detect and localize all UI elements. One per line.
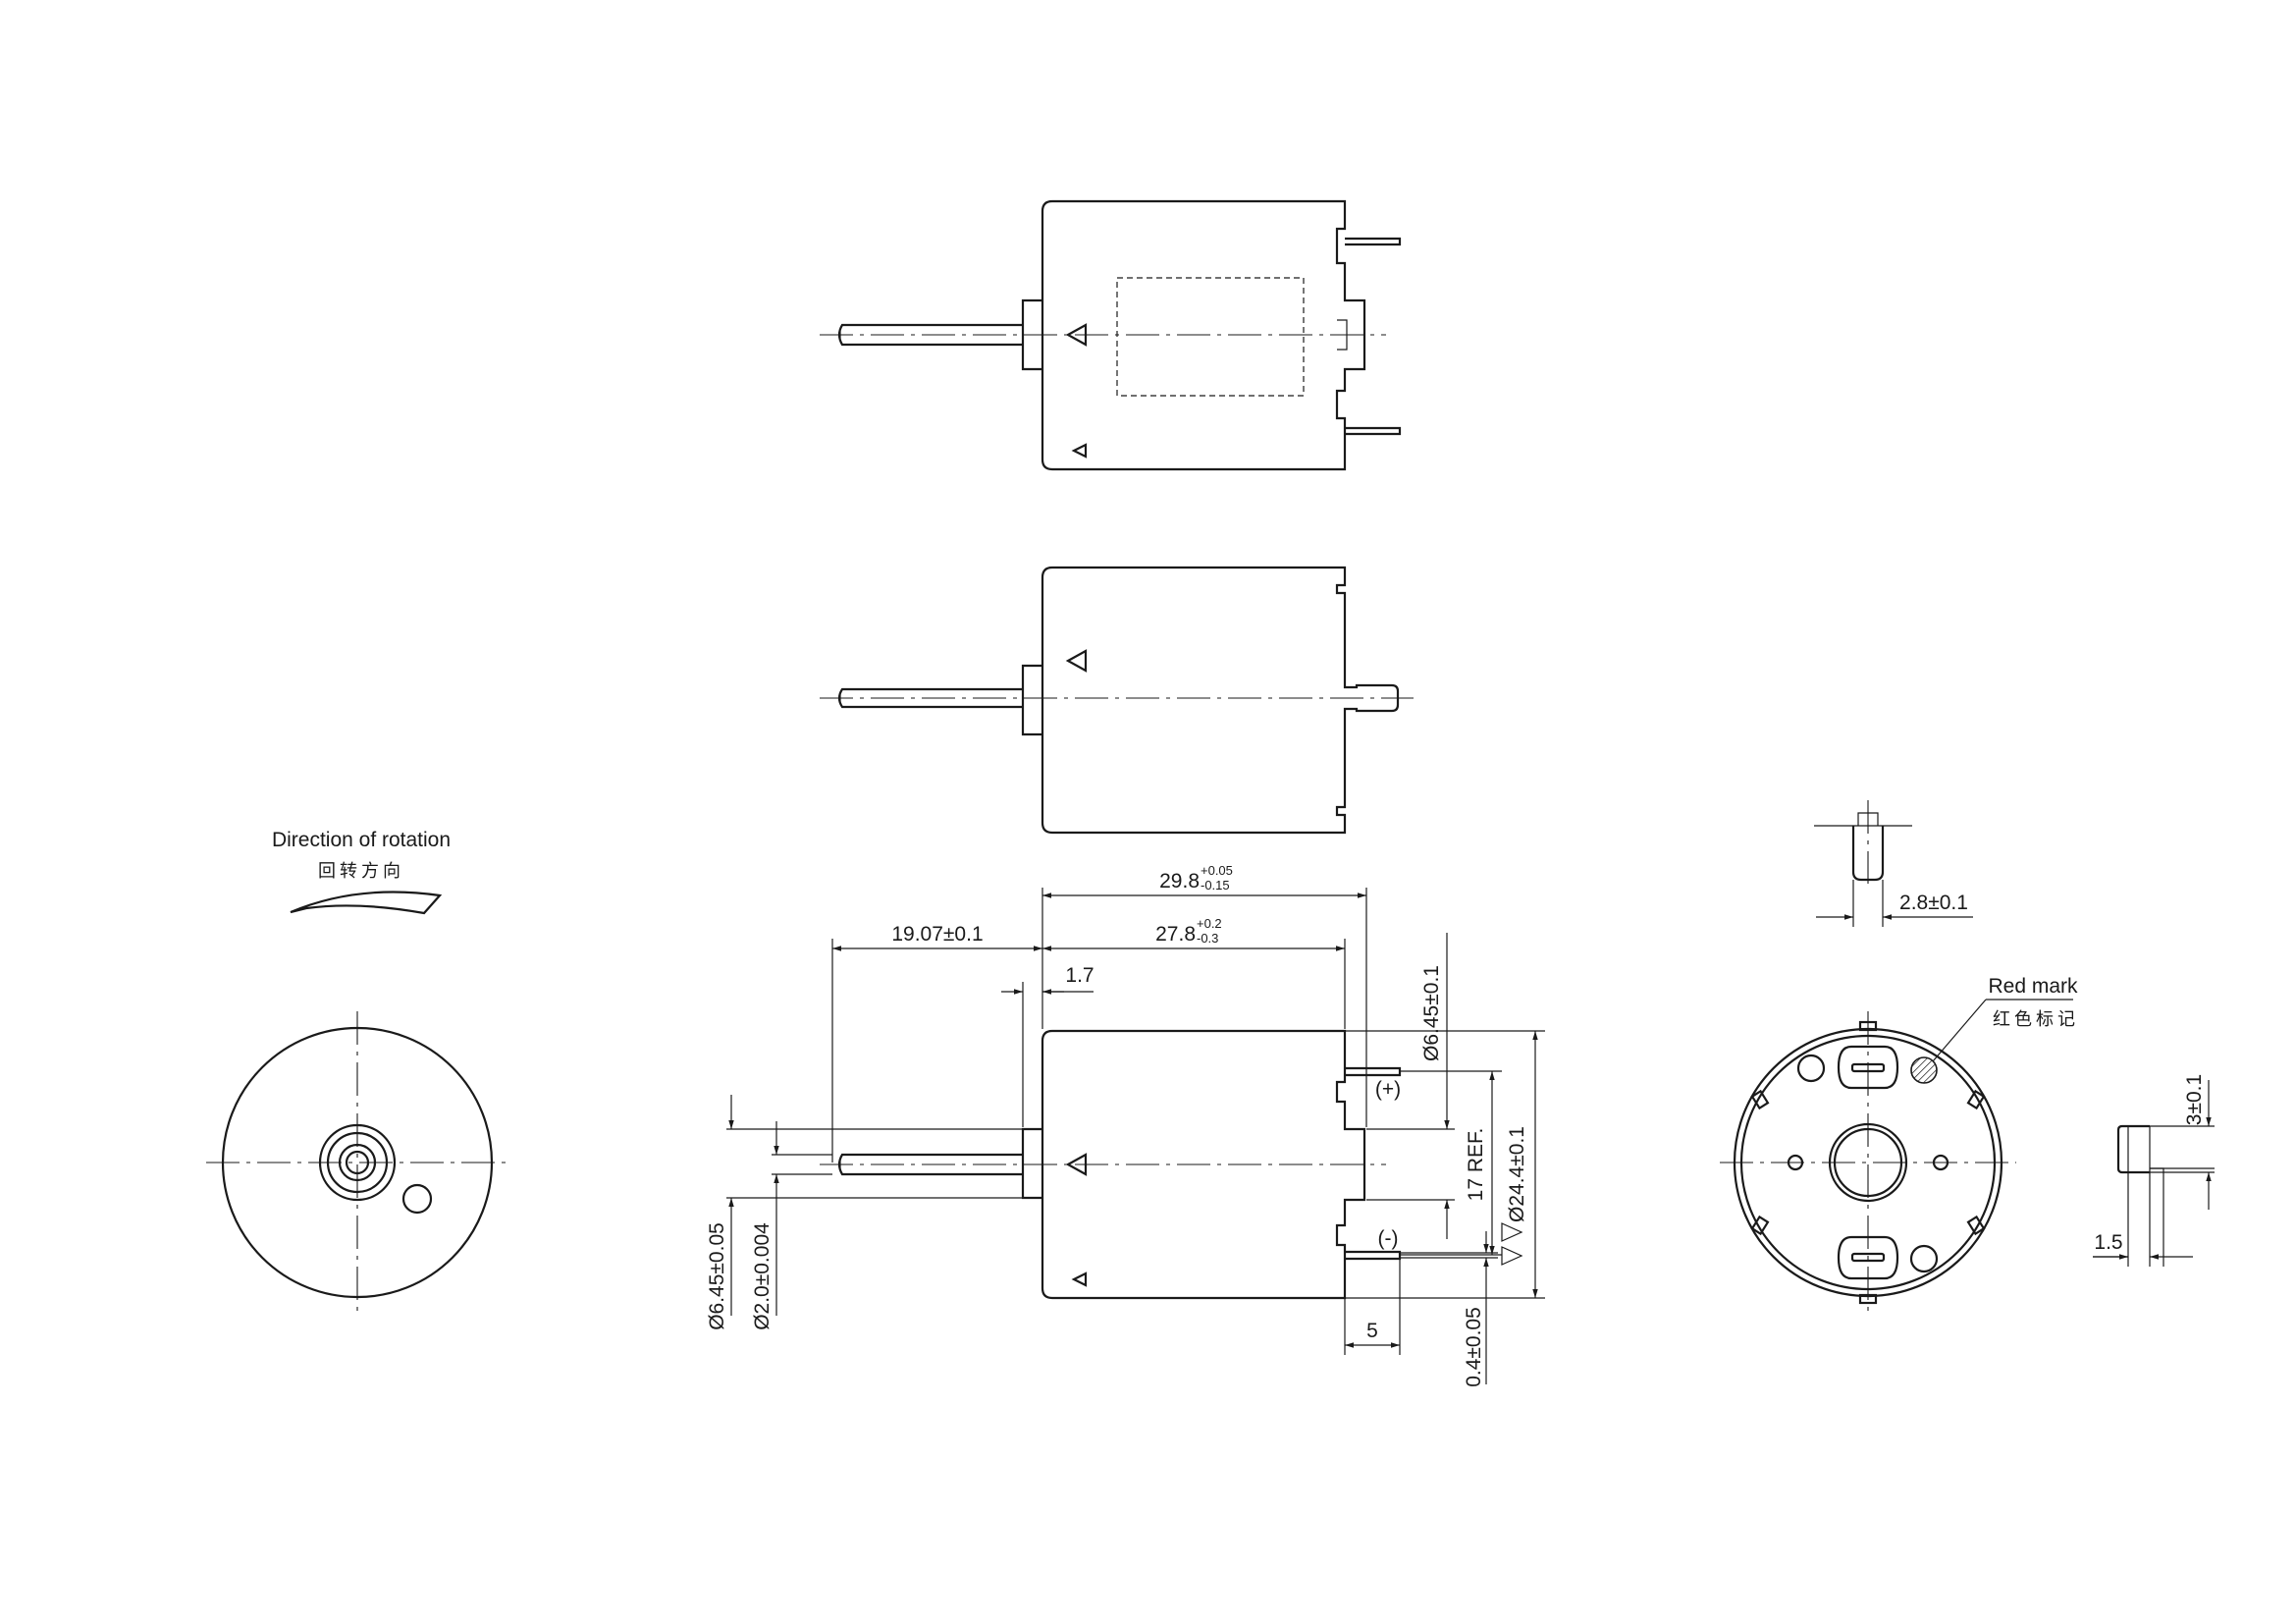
dim-shaft-length: 19.07±0.1 <box>891 923 983 946</box>
dim-terminal-height: 3±0.1 <box>2183 1074 2206 1125</box>
dim-boss-length: 1.7 <box>1065 964 1094 987</box>
direction-label-cn: 回转方向 <box>318 861 404 881</box>
direction-label: Direction of rotation <box>272 829 451 851</box>
red-mark-dot <box>1910 1056 1938 1084</box>
rotation-direction-indicator: Direction of rotation 回转方向 <box>272 829 451 915</box>
red-mark-label-cn: 红色标记 <box>1993 1009 2079 1029</box>
dim-terminal-width: 2.8±0.1 <box>1899 892 1968 914</box>
red-mark-label: Red mark <box>1988 975 2078 998</box>
dim-front-boss-dia: Ø6.45±0.05 <box>706 1222 728 1330</box>
dim-body-length-tol-lower: -0.3 <box>1197 931 1218 946</box>
dim-terminal-offset: 1.5 <box>2094 1231 2122 1254</box>
dim-overall-length-tol-lower: -0.15 <box>1201 878 1230 893</box>
terminal-side-detail: 3±0.1 1.5 <box>2093 1074 2215 1267</box>
front-view-left <box>206 1011 510 1314</box>
dim-terminal-spacing: 17 REF. <box>1465 1128 1487 1202</box>
dim-bearing-boss-dia: Ø6.45±0.1 <box>1420 965 1443 1061</box>
tolerance-triangle-icon <box>1501 1222 1523 1266</box>
dim-body-length: 27.8 <box>1155 923 1196 946</box>
terminal-detail: 2.8±0.1 <box>1814 800 1973 927</box>
dim-overall-length: 29.8 <box>1159 870 1200 893</box>
dim-body-dia: Ø24.4±0.1 <box>1506 1126 1528 1222</box>
side-view <box>820 566 1414 835</box>
dim-terminal-length: 5 <box>1366 1320 1378 1342</box>
dim-terminal-thickness: 0.4±0.05 <box>1463 1307 1485 1387</box>
dim-body-length-tol-upper: +0.2 <box>1197 916 1222 931</box>
main-view: (+) (-) 29.8 +0.05 -0.15 27.8 +0.2 -0.3 … <box>706 863 1545 1387</box>
positive-terminal-label: (+) <box>1375 1078 1401 1101</box>
rear-view: Red mark 红色标记 <box>1720 975 2079 1314</box>
dim-shaft-dia: Ø2.0±0.004 <box>751 1222 774 1330</box>
rotation-arrow-icon <box>290 891 443 915</box>
negative-terminal-label: (-) <box>1378 1227 1399 1250</box>
top-view <box>820 199 1402 471</box>
dim-overall-length-tol-upper: +0.05 <box>1201 863 1233 878</box>
